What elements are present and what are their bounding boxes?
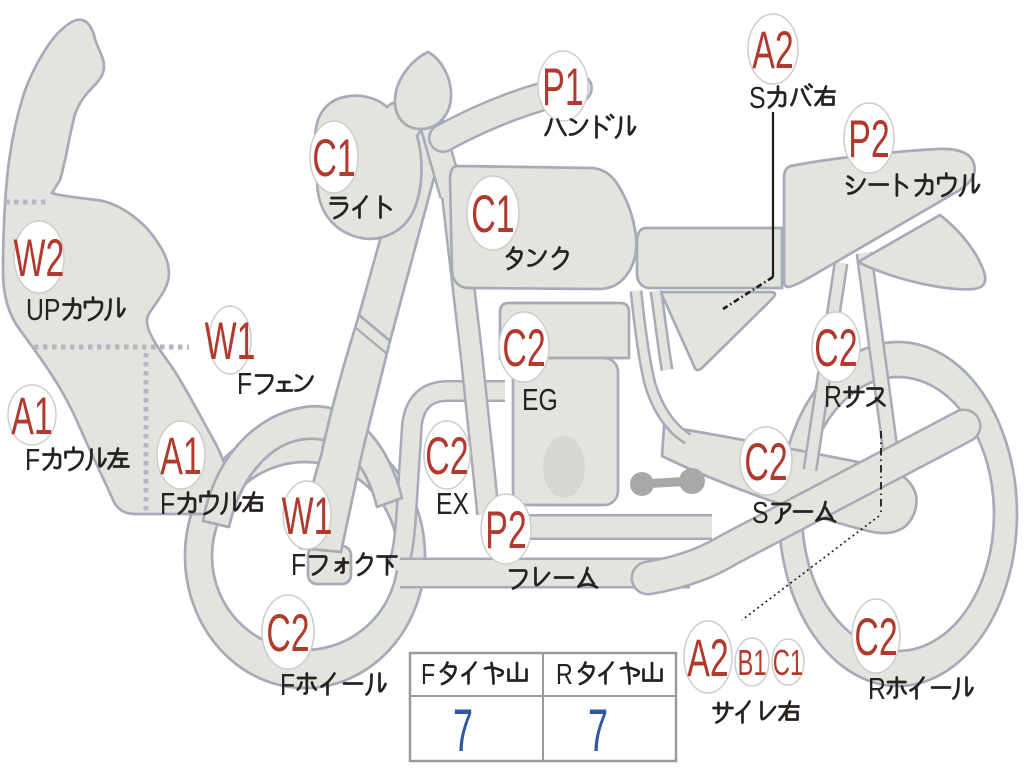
svg-text:A1: A1 (11, 388, 52, 446)
svg-text:F: F (421, 657, 435, 690)
svg-text:C2: C2 (266, 605, 309, 663)
svg-text:W1: W1 (282, 488, 333, 546)
svg-text:A1: A1 (160, 428, 201, 486)
svg-text:C2: C2 (744, 434, 787, 492)
svg-text:W2: W2 (14, 230, 65, 288)
svg-text:P1: P1 (542, 59, 583, 117)
svg-text:A2: A2 (752, 22, 793, 80)
svg-text:S: S (752, 495, 769, 529)
svg-text:F: F (160, 486, 175, 520)
svg-text:EG: EG (522, 382, 558, 416)
svg-text:R: R (824, 379, 842, 413)
svg-text:EX: EX (436, 486, 469, 520)
svg-text:F: F (237, 366, 252, 400)
svg-text:F: F (280, 667, 295, 701)
svg-text:C2: C2 (854, 609, 897, 667)
svg-text:S: S (749, 80, 766, 114)
svg-text:W1: W1 (205, 313, 256, 371)
svg-text:P2: P2 (848, 111, 889, 169)
svg-text:C2: C2 (814, 320, 857, 378)
svg-text:C2: C2 (425, 428, 468, 486)
svg-text:F: F (25, 442, 40, 476)
svg-text:UP: UP (26, 292, 60, 326)
svg-text:7: 7 (588, 698, 608, 765)
svg-text:B1: B1 (737, 643, 766, 683)
svg-text:A2: A2 (687, 630, 728, 688)
svg-text:C2: C2 (502, 320, 545, 378)
svg-text:C1: C1 (471, 186, 514, 244)
svg-text:R: R (556, 657, 573, 690)
svg-text:7: 7 (453, 698, 473, 765)
svg-text:C1: C1 (312, 130, 355, 188)
svg-text:R: R (868, 671, 886, 705)
svg-text:C1: C1 (773, 643, 803, 683)
svg-text:P2: P2 (485, 502, 526, 560)
svg-text:F: F (291, 547, 306, 581)
